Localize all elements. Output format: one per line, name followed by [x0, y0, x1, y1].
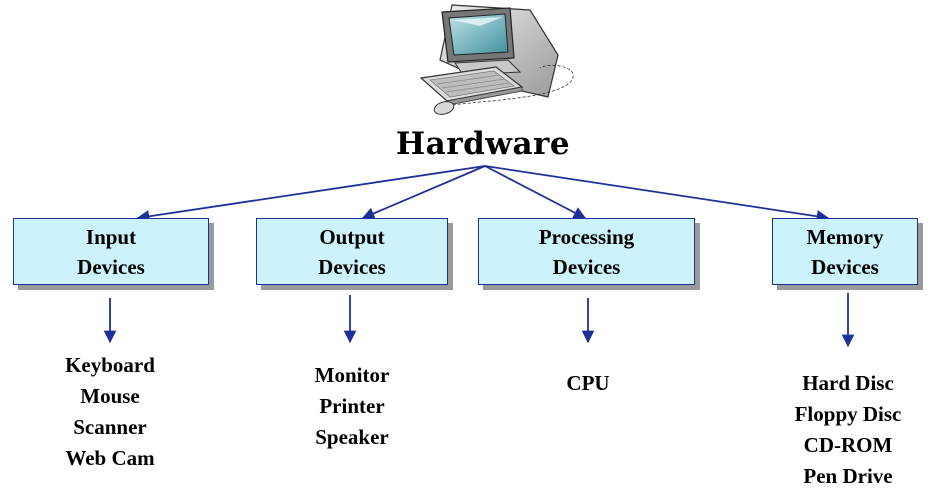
category-label-processing: Processing Devices: [538, 224, 635, 279]
root-node-hardware: Hardware: [395, 126, 571, 162]
item-list-output: Monitor Printer Speaker: [262, 360, 442, 453]
connector-memory: [484, 165, 830, 223]
root-connectors: [136, 165, 830, 223]
list-item: Monitor: [314, 363, 390, 387]
category-box-input: Input Devices: [13, 218, 209, 285]
list-item: Hard Disc: [802, 371, 894, 395]
item-connectors: [103, 293, 855, 348]
category-label-memory: Memory Devices: [806, 224, 884, 279]
list-item: Pen Drive: [803, 464, 893, 488]
list-item: Floppy Disc: [794, 402, 902, 426]
item-list-processing: CPU: [518, 368, 658, 399]
category-box-processing: Processing Devices: [478, 218, 695, 285]
computer-icon: [419, 4, 574, 115]
connector-processing: [484, 165, 587, 219]
connector-input: [136, 165, 486, 223]
list-item: Printer: [319, 394, 385, 418]
category-label-input: Input Devices: [77, 224, 145, 279]
list-item: Speaker: [315, 425, 389, 449]
category-box-memory: Memory Devices: [772, 218, 918, 285]
item-list-memory: Hard Disc Floppy Disc CD-ROM Pen Drive: [762, 368, 934, 492]
list-item: Mouse: [80, 384, 140, 408]
category-box-output: Output Devices: [256, 218, 448, 285]
list-item: Keyboard: [65, 353, 155, 377]
connector-output: [361, 165, 486, 220]
list-item: CD-ROM: [803, 433, 893, 457]
item-list-input: Keyboard Mouse Scanner Web Cam: [20, 350, 200, 474]
category-label-output: Output Devices: [318, 224, 386, 279]
list-item: Scanner: [73, 415, 147, 439]
list-item: Web Cam: [65, 446, 155, 470]
list-item: CPU: [566, 371, 610, 395]
